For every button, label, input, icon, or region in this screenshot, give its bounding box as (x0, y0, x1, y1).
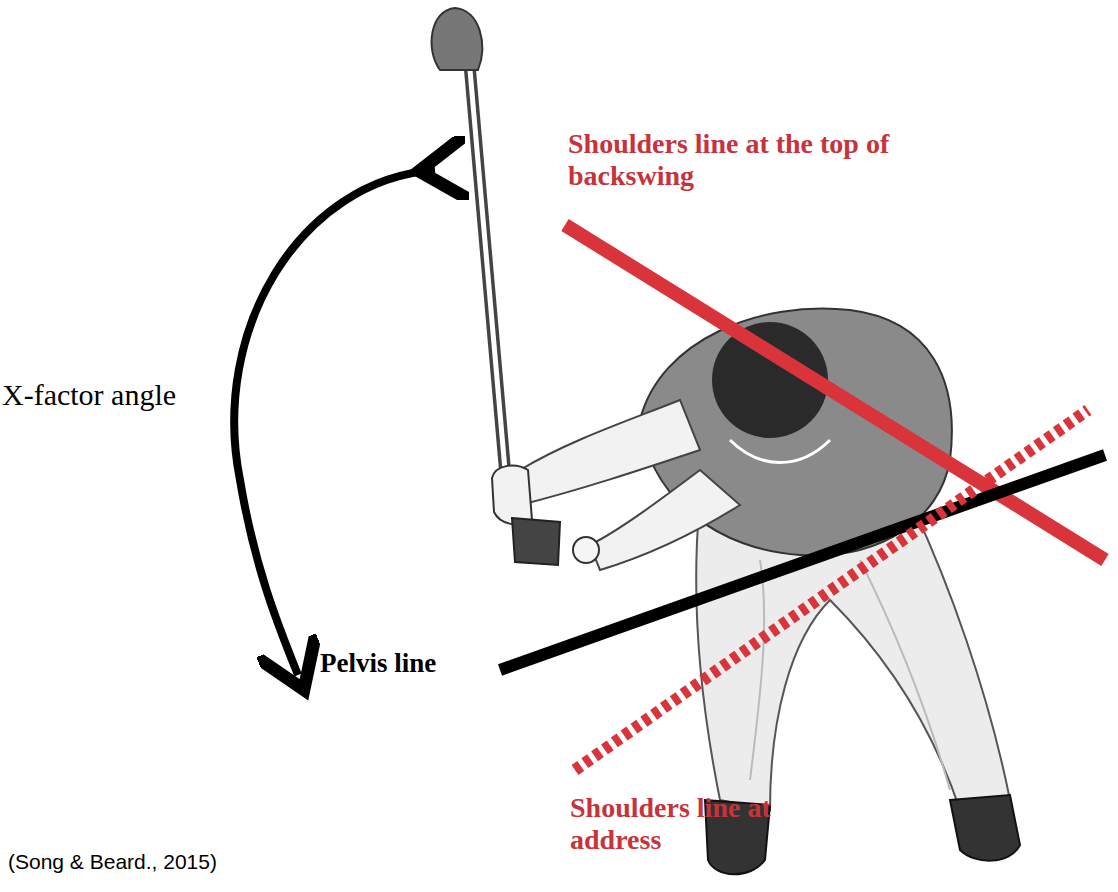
x-factor-label: X-factor angle (2, 378, 176, 413)
citation-caption: (Song & Beard., 2015) (8, 850, 217, 874)
pelvis-label: Pelvis line (320, 648, 436, 679)
shoulders-address-label: Shoulders line at address (570, 792, 800, 856)
shoulders-backswing-label: Shoulders line at the top of backswing (568, 128, 928, 192)
